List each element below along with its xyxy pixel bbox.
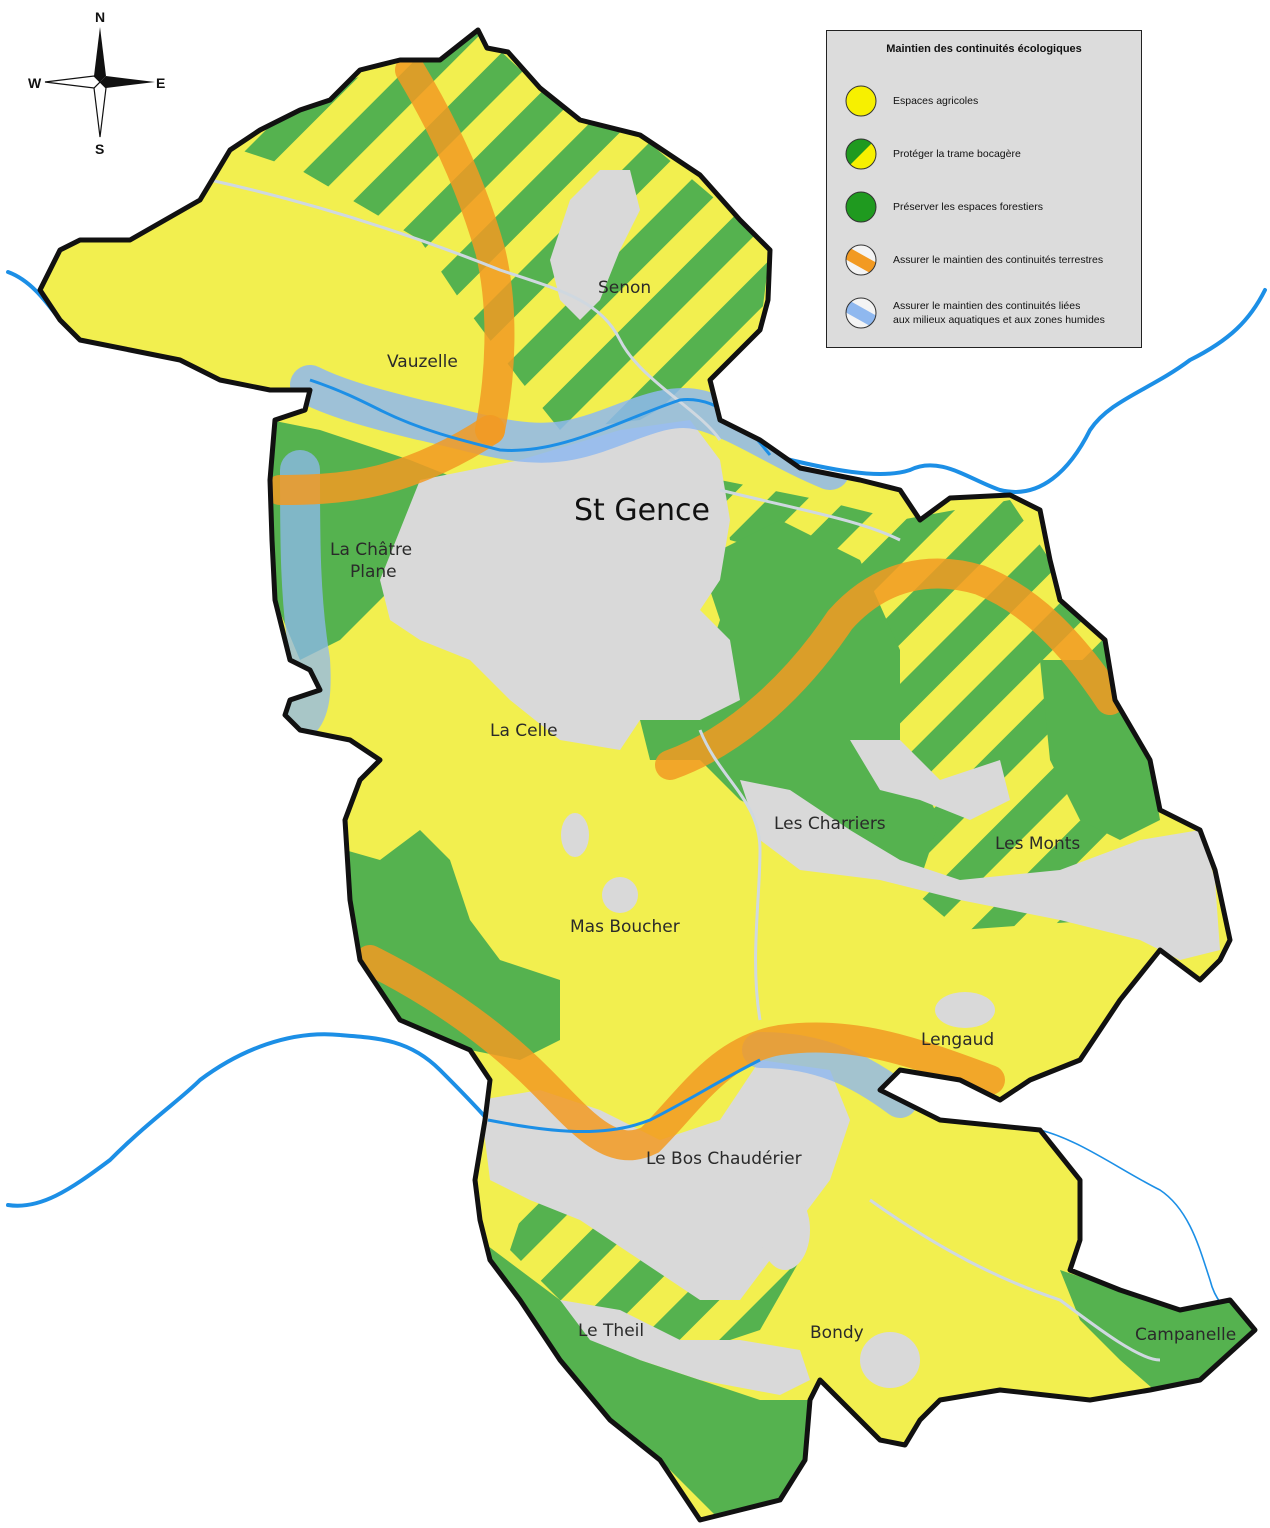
forest-far-east	[1040, 660, 1160, 840]
label-la-celle: La Celle	[490, 721, 558, 741]
label-le-theil: Le Theil	[578, 1321, 644, 1341]
label-bondy: Bondy	[810, 1323, 864, 1343]
compass-south-arrow	[93, 81, 107, 138]
urban-le-theil	[560, 1300, 810, 1395]
compass-west-arrow	[44, 75, 101, 89]
label-la-chatre-1: La Châtre	[330, 540, 412, 560]
main-road	[209, 178, 1161, 1362]
compass-north-arrow	[94, 27, 106, 82]
compass-north-label: N	[95, 9, 105, 25]
label-les-monts: Les Monts	[995, 834, 1080, 854]
legend-item-agricultural: Espaces agricoles	[845, 85, 978, 117]
terrestrial-corridor-east	[655, 558, 1125, 780]
urban-bondy	[860, 1332, 920, 1388]
forest-south	[480, 1240, 820, 1520]
compass-west-label: W	[28, 75, 42, 91]
label-st-gence: St Gence	[574, 493, 710, 528]
legend-label-forest: Préserver les espaces forestiers	[893, 201, 1043, 213]
green-circle-icon	[845, 191, 877, 223]
label-lengaud: Lengaud	[921, 1030, 994, 1050]
legend-label-terrestrial: Assurer le maintien des continuités terr…	[893, 254, 1104, 266]
compass-south-label: S	[95, 141, 104, 157]
label-campanelle: Campanelle	[1135, 1325, 1236, 1345]
legend-label-aquatic: Assurer le maintien des continuités liée…	[893, 300, 1105, 326]
legend-item-aquatic: Assurer le maintien des continuités liée…	[845, 297, 1105, 329]
label-la-chatre-2: Plane	[350, 562, 397, 582]
label-mas-boucher: Mas Boucher	[570, 917, 680, 937]
urban-mas-boucher-b	[602, 877, 638, 913]
urban-st-gence	[380, 420, 740, 750]
hedgerow-north	[240, 30, 770, 430]
compass-east-arrow	[100, 76, 155, 88]
orange-band-circle-icon	[845, 244, 877, 276]
urban-south-east	[760, 1190, 810, 1270]
river-inside	[309, 378, 772, 456]
legend-label-agricultural: Espaces agricoles	[893, 95, 979, 107]
compass-east-label: E	[156, 75, 165, 91]
aquatic-corridor-west	[280, 450, 331, 740]
map-legend: Maintien des continuités écologiques Esp…	[826, 30, 1142, 348]
river-west-south	[6, 1032, 490, 1208]
label-les-charriers: Les Charriers	[774, 814, 886, 834]
stream-east-south	[1039, 1129, 1241, 1321]
blue-band-circle-icon	[845, 297, 877, 329]
legend-item-hedgerow: Protéger la trame bocagère	[845, 138, 1021, 170]
river-inside-south	[487, 1058, 761, 1133]
legend-label-hedgerow: Protéger la trame bocagère	[893, 148, 1021, 160]
label-senon: Senon	[598, 278, 651, 298]
forest-south-west	[345, 830, 560, 1060]
urban-lengaud	[935, 992, 995, 1028]
legend-title: Maintien des continuités écologiques	[886, 43, 1082, 55]
label-vauzelle: Vauzelle	[387, 352, 458, 372]
forest-campanelle	[1060, 1270, 1255, 1395]
terrestrial-corridor-south	[355, 945, 1005, 1161]
label-le-bos-chauderier: Le Bos Chaudérier	[646, 1149, 802, 1169]
terrestrial-corridor-north	[395, 55, 515, 445]
legend-item-terrestrial: Assurer le maintien des continuités terr…	[845, 244, 1103, 276]
yellow-circle-icon	[845, 85, 877, 117]
urban-senon	[550, 170, 640, 320]
river-east-north	[768, 288, 1267, 494]
yellow-green-split-circle-icon	[845, 138, 877, 170]
urban-les-monts	[850, 740, 1010, 820]
urban-mas-boucher-a	[561, 813, 589, 857]
urban-charriers	[740, 780, 1220, 960]
terrestrial-corridor-west	[265, 415, 505, 505]
legend-item-forest: Préserver les espaces forestiers	[845, 191, 1043, 223]
compass-rose: N S E W	[28, 9, 165, 157]
